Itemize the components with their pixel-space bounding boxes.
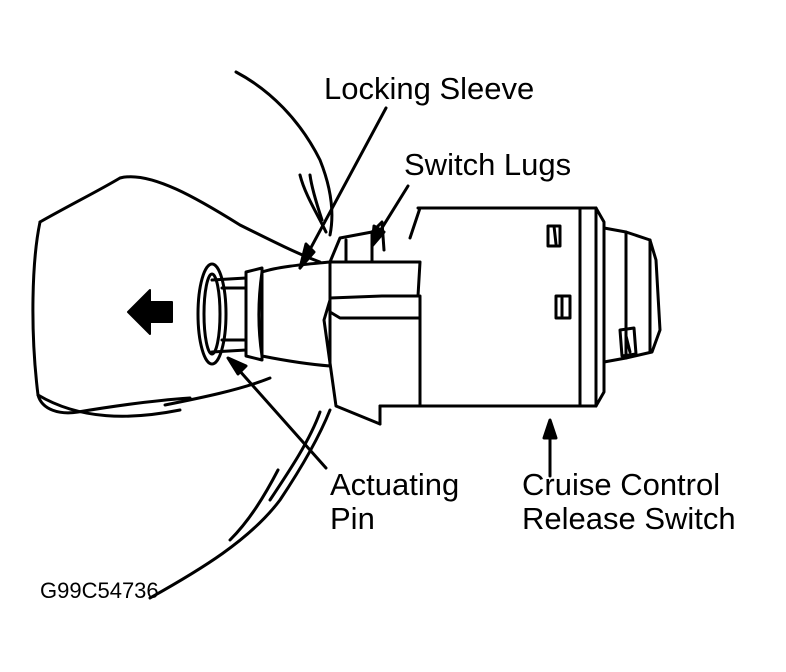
- label-release-switch-line-2: Release Switch: [522, 501, 736, 536]
- label-switch-lugs: Switch Lugs: [404, 147, 572, 182]
- label-release-switch-line-1: Cruise Control: [522, 467, 721, 502]
- label-locking-sleeve: Locking Sleeve: [324, 71, 535, 106]
- label-release-switch: Cruise Control Release Switch: [522, 468, 736, 536]
- hand-outline: [31, 70, 334, 600]
- connector-shape: [602, 226, 662, 364]
- label-actuating-pin-line-2: Pin: [330, 501, 375, 536]
- locking-sleeve-shape: [257, 260, 332, 368]
- arrow-left-icon: [127, 289, 173, 335]
- label-actuating-pin: Actuating Pin: [330, 468, 459, 536]
- leader-lines: [226, 106, 558, 478]
- label-actuating-pin-line-1: Actuating: [330, 467, 460, 502]
- switch-body-shape: [322, 206, 606, 426]
- figure-code: G99C54736: [40, 578, 159, 603]
- actuating-pin-shape: [196, 262, 264, 366]
